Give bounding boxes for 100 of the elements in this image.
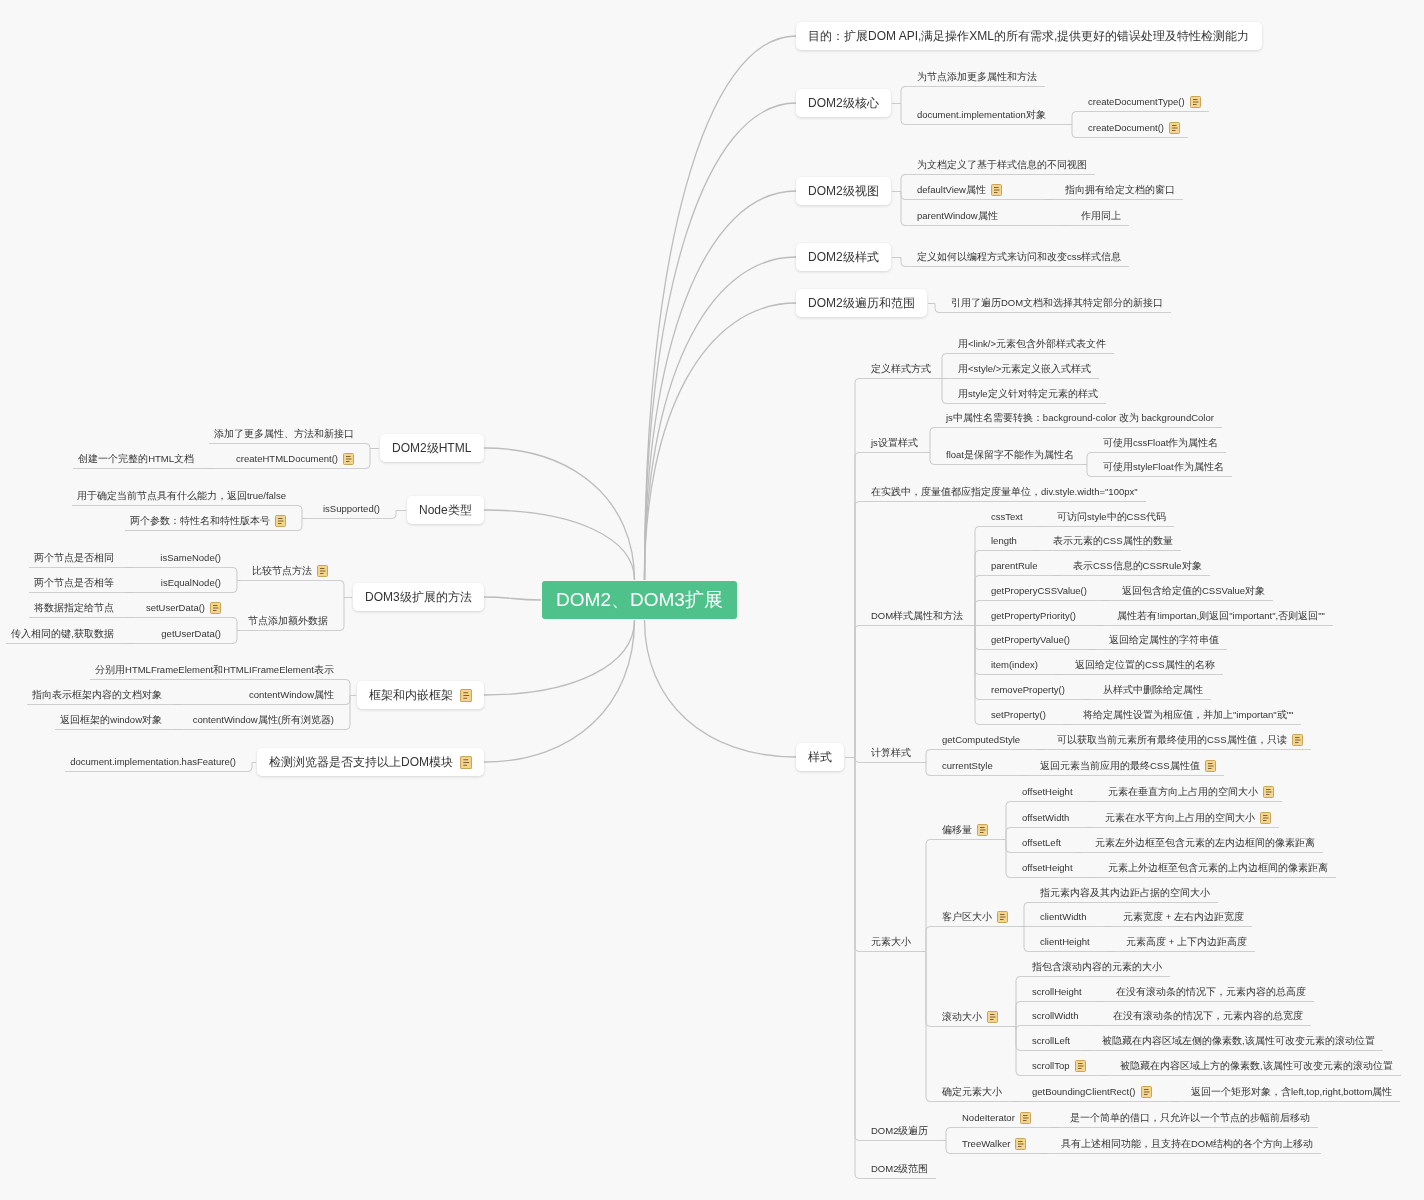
connector-line: [391, 510, 407, 519]
subtopic: 引用了遍历DOM文档和选择其特定部分的新接口: [939, 296, 1172, 313]
subtopic: 返回给定属性的字符串值: [1097, 633, 1227, 650]
subtopic: document.implementation对象: [905, 108, 1068, 125]
subtopic: 是一个简单的借口，只允许以一个节点的步幅前后移动: [1058, 1111, 1318, 1128]
topic-label: 偏移量: [942, 823, 972, 836]
subtopic: isSameNode(): [134, 551, 233, 568]
topic-box: 样式: [796, 743, 844, 771]
connector-line: [1102, 926, 1112, 927]
subtopic: [134, 601, 233, 618]
connector-line: [921, 951, 931, 1102]
subtopic: 指包含滚动内容的元素的大小: [1020, 960, 1170, 977]
subtopic: float是保留字不能作为属性名: [934, 448, 1083, 465]
subtopic: DOM2级遍历: [859, 1124, 942, 1141]
connector-line: [1081, 1050, 1091, 1051]
topic-box: [257, 748, 484, 776]
subtopic: [1028, 759, 1224, 776]
connector-line: [1032, 550, 1042, 551]
subtopic: 元素大小: [859, 935, 922, 952]
subtopic: [905, 183, 1045, 200]
subtopic: 元素宽度 + 左右内边距宽度: [1111, 910, 1252, 927]
subtopic: offsetLeft: [1010, 836, 1075, 853]
topic-label: defaultView属性: [917, 183, 986, 196]
subtopic: [1076, 121, 1189, 138]
subtopic: [214, 452, 366, 469]
connector-line: [1049, 1127, 1059, 1128]
subtopic: [950, 1111, 1050, 1128]
connector-line: [125, 643, 135, 644]
subtopic: 表示CSS信息的CSSRule对象: [1061, 559, 1210, 576]
subtopic: item(index): [979, 658, 1055, 675]
subtopic: 用style定义针对特定元素的样式: [946, 387, 1106, 404]
connector-line: [247, 762, 257, 772]
subtopic: DOM样式属性和方法: [859, 609, 971, 626]
topic-label: 元素在水平方向上占用的空间大小: [1105, 811, 1255, 824]
subtopic: 可使用cssFloat作为属性名: [1091, 436, 1227, 453]
subtopic: 将给定属性设置为相应值，并加上"importan"或"": [1071, 708, 1302, 725]
subtopic: 元素上外边框至包含元素的上内边框间的像素距离: [1096, 861, 1336, 878]
connector-line: [1088, 649, 1098, 650]
subtopic: js设置样式: [859, 436, 926, 453]
subtopic: scrollWidth: [1020, 1009, 1093, 1026]
subtopic: [1076, 95, 1209, 112]
subtopic: 被隐藏在内容区域左侧的像素数,该属性可改变元素的滚动位置: [1090, 1034, 1383, 1051]
topic-label: 比较节点方法: [252, 564, 312, 577]
connector-line: [1101, 600, 1111, 601]
connector-line: [1087, 877, 1097, 878]
connector-line: [1036, 526, 1046, 527]
connector-line: [1019, 775, 1029, 776]
subtopic: DOM2级范围: [859, 1162, 937, 1179]
subtopic: 从样式中删除给定属性: [1091, 683, 1211, 700]
topic-box: 目的：扩展DOM API,满足操作XML的所有需求,提供更好的错误处理及特性检测能力: [796, 22, 1262, 50]
subtopic: 可访问style中的CSS代码: [1045, 510, 1175, 527]
connector-line: [1054, 674, 1064, 675]
connector-line: [1170, 1101, 1180, 1102]
topic-label: getBoundingClientRect(): [1032, 1085, 1136, 1098]
subtopic: getProperyCSSValue(): [979, 584, 1102, 601]
subtopic: 为节点添加更多属性和方法: [905, 70, 1045, 87]
topic-box: DOM2级样式: [796, 243, 891, 271]
connector-line: [1074, 852, 1084, 853]
connector-line: [1044, 199, 1054, 200]
connector-line: [1040, 1153, 1050, 1154]
subtopic: 被隐藏在内容区域上方的像素数,该属性可改变元素的滚动位置: [1108, 1059, 1401, 1076]
subtopic: 返回给定位置的CSS属性的名称: [1063, 658, 1223, 675]
subtopic: 用<link/>元素包含外部样式表文件: [946, 337, 1114, 354]
subtopic: 定义样式方式: [859, 362, 938, 379]
subtopic: [930, 1010, 1012, 1027]
topic-label: createHTMLDocument(): [236, 452, 338, 465]
connector-line: [1011, 1101, 1021, 1102]
topic-box: [357, 681, 484, 709]
subtopic: 指向拥有给定文档的窗口: [1053, 183, 1183, 200]
connector-line: [1099, 1075, 1109, 1076]
topic-label: createDocument(): [1088, 121, 1165, 134]
subtopic: 在没有滚动条的情况下，元素内容的总宽度: [1101, 1009, 1311, 1026]
connector-line: [173, 729, 183, 730]
topic-label: scrollTop: [1032, 1059, 1070, 1072]
connector-line: [297, 518, 307, 531]
topic-box: DOM2级视图: [796, 177, 891, 205]
subtopic: 返回一个矩形对象，含left,top,right,bottom属性: [1179, 1085, 1401, 1102]
branch-curve: [483, 596, 542, 601]
topic-label: 滚动大小: [942, 1010, 982, 1023]
subtopic: isSupported(): [306, 502, 392, 519]
subtopic: contentWindow属性(所有浏览器): [182, 713, 346, 730]
subtopic: document.implementation.hasFeature(): [65, 755, 248, 772]
topic-label: 两个参数：特性名和特性版本号: [130, 514, 270, 527]
subtopic: isEqualNode(): [134, 576, 233, 593]
subtopic: [1093, 811, 1279, 828]
connector-line: [365, 448, 380, 469]
connector-line: [1082, 699, 1092, 700]
subtopic: [241, 564, 340, 581]
topic-label: 客户区大小: [942, 910, 992, 923]
subtopic: length: [979, 534, 1033, 551]
connector-line: [1092, 1025, 1102, 1026]
subtopic: offsetWidth: [1010, 811, 1085, 828]
subtopic: 元素左外边框至包含元素的左内边框间的像素距离: [1083, 836, 1323, 853]
subtopic: 两个节点是否相同: [29, 551, 126, 568]
subtopic: scrollHeight: [1020, 985, 1096, 1002]
connector-line: [925, 452, 935, 465]
connector-line: [1084, 827, 1094, 828]
connector-line: [205, 468, 215, 469]
branch-curve: [483, 619, 636, 763]
subtopic: 为文档定义了基于样式信息的不同视图: [905, 158, 1095, 175]
